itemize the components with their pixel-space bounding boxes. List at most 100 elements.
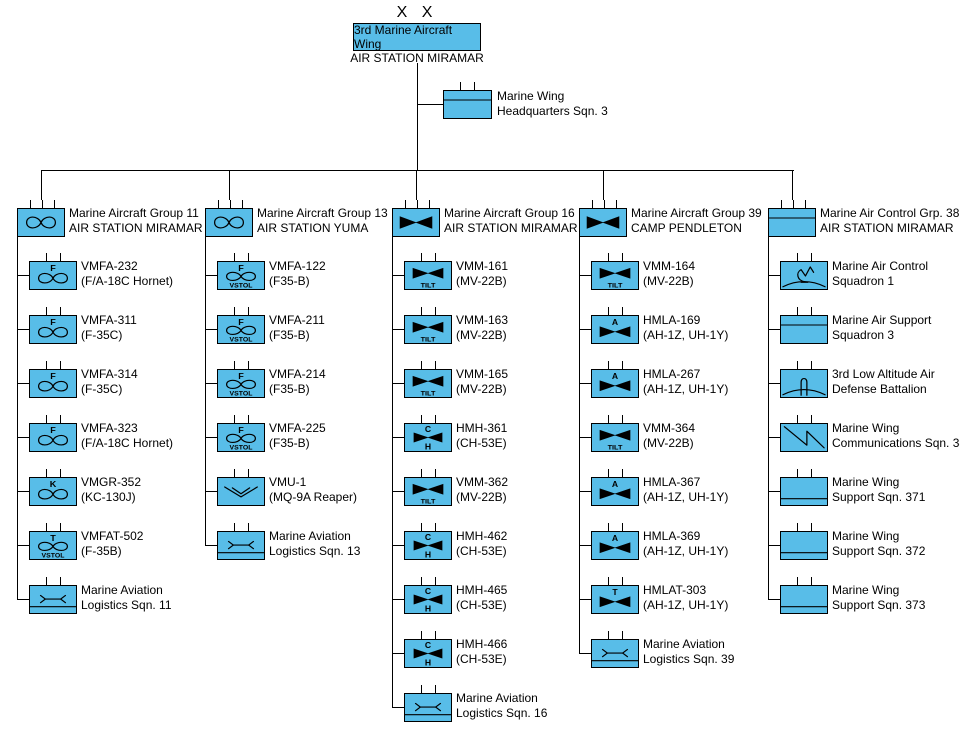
- echelon-tick: [230, 200, 231, 208]
- unit-label-hmlat-303: HMLAT-303(AH-1Z, UH-1Y): [643, 583, 728, 613]
- echelon-tick: [435, 577, 436, 585]
- unit-box-vmfa-323: F: [29, 423, 77, 452]
- echelon-tick: [421, 415, 422, 423]
- unit-label-line: VMM-164: [643, 259, 696, 273]
- unit-box-marine-aviation: [29, 585, 77, 614]
- unit-box-vmm-161: TILT: [404, 261, 452, 290]
- connector-line: [392, 329, 404, 330]
- comms-icon: [783, 426, 825, 449]
- svg-text:A: A: [612, 479, 618, 489]
- echelon-tick: [811, 469, 812, 477]
- echelon-tick: [234, 307, 235, 315]
- svg-text:C: C: [425, 586, 431, 596]
- unit-label-line: HMH-361: [456, 421, 508, 435]
- logistics-icon: [30, 594, 76, 608]
- unit-box-vmm-164: TILT: [591, 261, 639, 290]
- echelon-tick: [474, 82, 475, 90]
- unit-label-line: (F/A-18C Hornet): [81, 436, 174, 450]
- unit-box-vmu-1: [217, 477, 265, 506]
- unit-label-line: Marine Wing: [832, 421, 900, 435]
- unit-label-hmla-369: HMLA-369(AH-1Z, UH-1Y): [643, 529, 728, 559]
- connector-line: [768, 237, 769, 600]
- connector-line: [392, 491, 404, 492]
- echelon-tick: [608, 415, 609, 423]
- echelon-tick: [46, 415, 47, 423]
- connector-line: [768, 599, 780, 600]
- unit-box-marine-aviation: [217, 531, 265, 560]
- unit-label-line: AIR STATION MIRAMAR: [69, 221, 203, 235]
- connector-line: [392, 707, 404, 708]
- echelon-tick: [797, 523, 798, 531]
- echelon-tick: [248, 253, 249, 261]
- unit-label-line: HMLA-367: [643, 475, 701, 489]
- echelon-tick: [234, 253, 235, 261]
- unit-label-line: Support Sqn. 373: [832, 598, 926, 612]
- unit-label-hmh-466: HMH-466(CH-53E): [456, 637, 507, 667]
- unit-box-hmlat-303: T: [591, 585, 639, 614]
- connector-line: [205, 275, 217, 276]
- unit-label-line: (F-35C): [81, 328, 123, 342]
- unit-box-marine-aviation: [591, 639, 639, 668]
- uav-icon: [224, 486, 258, 498]
- svg-text:H: H: [425, 442, 431, 451]
- unit-label-hmla-367: HMLA-367(AH-1Z, UH-1Y): [643, 475, 728, 505]
- echelon-tick: [608, 361, 609, 369]
- echelon-tick: [421, 685, 422, 693]
- svg-text:F: F: [50, 425, 56, 435]
- connector-line: [392, 545, 404, 546]
- echelon-tick: [793, 200, 794, 208]
- echelon-tick: [622, 361, 623, 369]
- unit-label-line: (MV-22B): [643, 436, 694, 450]
- echelon-tick: [234, 415, 235, 423]
- unit-label-line: (CH-53E): [456, 652, 507, 666]
- connector-line: [768, 329, 780, 330]
- echelon-tick: [60, 415, 61, 423]
- fixed-wing-icon: [26, 216, 56, 229]
- unit-label-line: HMLAT-303: [643, 583, 707, 597]
- rotary-icon: A: [599, 317, 631, 338]
- connector-line: [768, 383, 780, 384]
- support-bar-icon: [781, 606, 827, 608]
- logistics-icon: [592, 648, 638, 662]
- echelon-tick: [248, 415, 249, 423]
- unit-label-line: (F-35B): [81, 544, 122, 558]
- logistics-icon: [405, 702, 451, 716]
- svg-text:VSTOL: VSTOL: [230, 391, 253, 397]
- unit-box-vmfa-311: F: [29, 315, 77, 344]
- svg-text:C: C: [425, 532, 431, 542]
- svg-text:T: T: [50, 533, 56, 543]
- unit-box-vmm-165: TILT: [404, 369, 452, 398]
- echelon-tick: [622, 253, 623, 261]
- unit-label-vmm-364: VMM-364(MV-22B): [643, 421, 695, 451]
- echelon-tick: [460, 82, 461, 90]
- unit-label-line: HMLA-267: [643, 367, 701, 381]
- connector-line: [416, 170, 417, 200]
- rotary-icon: [586, 216, 620, 229]
- svg-text:F: F: [50, 317, 56, 327]
- hq-bar-icon: [781, 324, 827, 326]
- connector-line: [17, 329, 29, 330]
- echelon-tick: [435, 469, 436, 477]
- echelon-tick: [435, 415, 436, 423]
- echelon-tick: [234, 469, 235, 477]
- unit-label-line: Marine Aviation: [269, 529, 351, 543]
- unit-label-line: AIR STATION MIRAMAR: [820, 221, 954, 235]
- echelon-tick: [421, 361, 422, 369]
- unit-label-line: VMFA-311: [81, 313, 137, 327]
- unit-label-line: Logistics Sqn. 39: [643, 652, 735, 666]
- echelon-tick: [234, 361, 235, 369]
- connector-line: [768, 275, 780, 276]
- fixed-wing-icon: F: [38, 263, 68, 284]
- connector-line: [579, 491, 591, 492]
- unit-box-vmm-364: TILT: [591, 423, 639, 452]
- connector-line: [579, 275, 591, 276]
- unit-label-line: VMM-163: [456, 313, 509, 327]
- echelon-tick: [46, 307, 47, 315]
